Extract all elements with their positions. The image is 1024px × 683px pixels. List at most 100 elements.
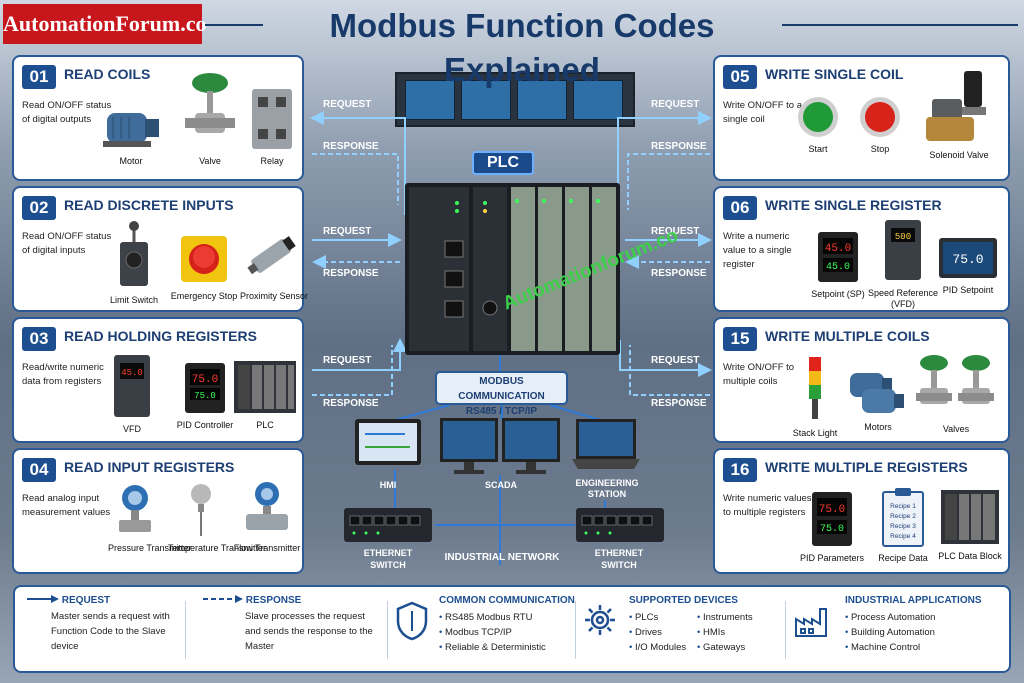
response-arrow-icon (203, 595, 243, 603)
legend-supported-devices: SUPPORTED DEVICES PLCs Drives I/O Module… (629, 595, 789, 655)
modbus-communication-box: MODBUS COMMUNICATION RS485 / TCP/IP (435, 371, 568, 417)
application-item: Building Automation (845, 625, 1005, 640)
device-type: HMIs (697, 625, 777, 640)
card-title: WRITE SINGLE COIL (765, 66, 904, 82)
device-label: Valve (199, 156, 221, 166)
request-line-05 (617, 111, 712, 205)
device-pid-setpoint: 75.0 PID Setpoint (933, 236, 1003, 295)
device-relay: Relay (246, 87, 298, 166)
card-description: Write numeric values to multiple registe… (723, 493, 812, 518)
scada-label: SCADA (484, 480, 517, 490)
legend-common-communication: COMMON COMMUNICATION RS485 Modbus RTU Mo… (439, 595, 599, 655)
comm-protocols: RS485 / TCP/IP (465, 406, 538, 417)
device-label: Relay (260, 156, 284, 166)
card-description: Write ON/OFF to multiple coils (723, 362, 795, 387)
plc-label: PLC (472, 151, 534, 175)
legend-industrial-applications: INDUSTRIAL APPLICATIONS Process Automati… (845, 595, 1005, 655)
function-code: 02 (22, 196, 56, 220)
pid-param-pv: 75.0 (819, 504, 845, 516)
card-read-holding-registers[interactable]: 03 READ HOLDING REGISTERS Read/write num… (12, 317, 304, 443)
device-label: PID Controller (176, 420, 234, 430)
pid-sv: 75.0 (194, 391, 216, 401)
brand-logo[interactable]: AutomationForum.co (3, 4, 206, 44)
comm-item: RS485 Modbus RTU (439, 610, 599, 625)
legend-request: REQUEST Master sends a request with Func… (27, 595, 187, 654)
response-label-06: RESPONSE (651, 268, 707, 279)
card-read-input-registers[interactable]: 04 READ INPUT REGISTERS Read analog inpu… (12, 448, 304, 574)
comm-item: Reliable & Deterministic (439, 640, 599, 655)
supported-devices-title: SUPPORTED DEVICES (629, 595, 738, 606)
card-read-discrete-inputs[interactable]: 02 READ DISCRETE INPUTS Read ON/OFF stat… (12, 186, 308, 312)
hmi-icon (355, 419, 421, 465)
valves-icon (916, 355, 994, 404)
response-label-01: RESPONSE (323, 141, 379, 152)
device-label: Motors (864, 422, 892, 432)
setpoint-sv: 45.0 (826, 262, 850, 273)
ethernet-switch-label-right: ETHERNET SWITCH (594, 548, 644, 570)
response-line-05 (627, 153, 710, 210)
device-temperature-transmitter: Temperature Transmitter (168, 482, 266, 553)
response-line-01 (312, 153, 399, 205)
device-limit-switch: Limit Switch (106, 220, 162, 305)
device-label: PID Setpoint (942, 285, 994, 295)
hmi-label: HMI (379, 480, 397, 490)
gear-icon-wrap (583, 603, 617, 642)
recipe-line-1: Recipe 1 (890, 503, 916, 510)
ethernet-switch-label-left: ETHERNET SWITCH (363, 548, 413, 570)
page-title: Modbus Function Codes Explained (329, 7, 715, 88)
legend-request-text: Master sends a request with Function Cod… (51, 611, 170, 652)
card-description: Read ON/OFF status of digital inputs (22, 231, 112, 256)
control-room-panel (395, 72, 635, 127)
legend-response-text: Slave processes the request and sends th… (245, 611, 373, 652)
card-read-coils[interactable]: 01 READ COILS Read ON/OFF status of digi… (12, 55, 304, 181)
temperature-transmitter-icon (191, 484, 211, 536)
shield-icon-wrap (395, 601, 429, 646)
function-code: 06 (723, 196, 757, 220)
card-title: WRITE SINGLE REGISTER (765, 197, 942, 213)
card-write-single-coil[interactable]: 05 WRITE SINGLE COIL Write ON/OFF to a s… (713, 55, 1010, 181)
device-flow-transmitter: Flow Transmitter (232, 480, 302, 553)
request-label-05: REQUEST (651, 99, 700, 110)
device-label: Stack Light (792, 428, 838, 438)
device-label: Speed Reference (VFD) (867, 288, 939, 309)
motors-icon (850, 373, 904, 413)
device-proximity-sensor: Proximity Sensor (240, 226, 308, 301)
stack-light-icon (809, 357, 821, 419)
card-write-single-register[interactable]: 06 WRITE SINGLE REGISTER Write a numeric… (713, 186, 1010, 312)
card-write-multiple-coils[interactable]: 15 WRITE MULTIPLE COILS Write ON/OFF to … (713, 317, 1010, 443)
solenoid-valve-icon (926, 71, 986, 141)
engineering-station-icon (572, 419, 640, 469)
function-code: 16 (723, 458, 757, 482)
request-label-01: REQUEST (323, 99, 372, 110)
device-label: Recipe Data (878, 553, 928, 563)
factory-icon (795, 608, 827, 637)
title-decor-right (782, 24, 1018, 26)
legend-response: RESPONSE Slave processes the request and… (203, 595, 383, 654)
request-label-06: REQUEST (651, 226, 700, 237)
response-label-05: RESPONSE (651, 141, 707, 152)
card-description: Write ON/OFF to a single coil (723, 100, 803, 125)
engineering-station-label: ENGINEERING STATION (575, 478, 639, 499)
pid-param-sv: 75.0 (820, 524, 844, 535)
request-line-15 (619, 340, 712, 377)
industrial-network-label: INDUSTRIAL NETWORK (444, 552, 560, 563)
function-code: 04 (22, 458, 56, 482)
card-title: READ HOLDING REGISTERS (64, 328, 257, 344)
card-write-multiple-registers[interactable]: 16 WRITE MULTIPLE REGISTERS Write numeri… (713, 448, 1010, 574)
pid-setpoint-value: 75.0 (952, 252, 983, 267)
plc-icon (234, 361, 296, 413)
request-label-15: REQUEST (651, 355, 700, 366)
device-plc: PLC (230, 359, 300, 430)
card-title: READ COILS (64, 66, 151, 82)
pid-controller-icon: 75.075.0 (185, 363, 225, 413)
device-label: Limit Switch (109, 295, 158, 305)
recipe-line-4: Recipe 4 (890, 533, 916, 540)
device-motor: Motor (96, 105, 166, 166)
device-label: Stop (870, 144, 890, 154)
vfd-speed: 500 (895, 232, 911, 242)
gear-icon (585, 605, 615, 635)
